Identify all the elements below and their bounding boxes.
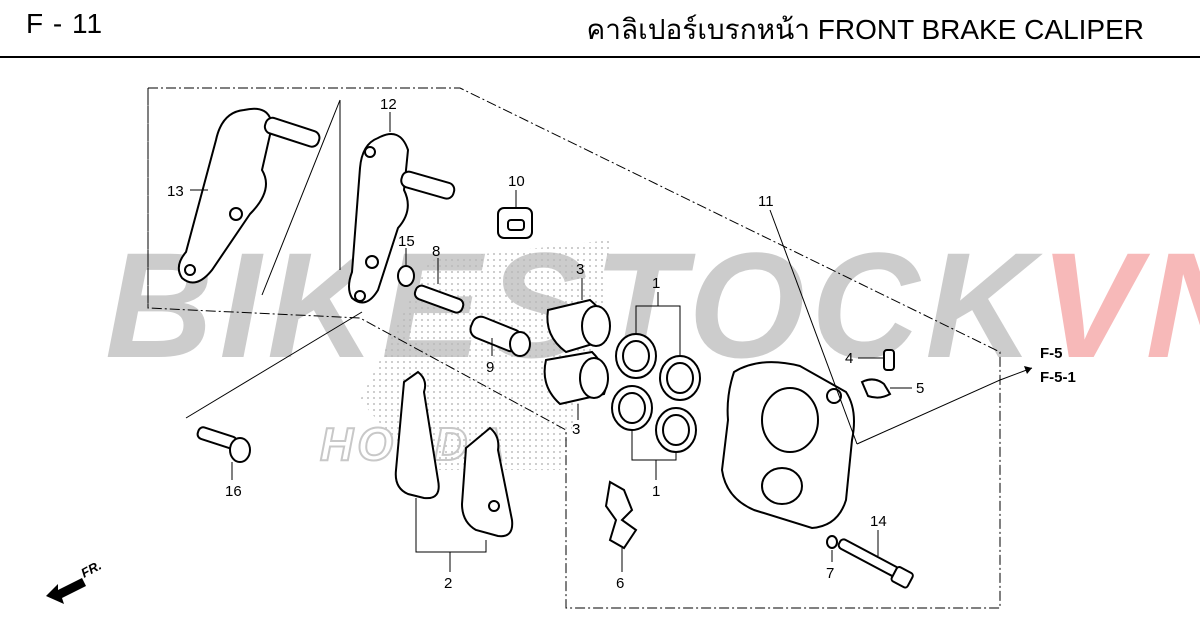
part-12-bracket [348,133,456,304]
callout-1-bottom: 1 [652,483,660,500]
part-11-caliper-body [720,209,858,530]
part-15-sleeve [397,248,415,287]
callout-2: 2 [444,575,452,592]
callout-1-top: 1 [652,275,660,292]
part-14-pin [837,530,914,589]
callout-3-bottom: 3 [572,421,580,438]
callout-14: 14 [870,513,887,530]
callout-12: 12 [380,96,397,113]
part-10-plug [497,190,533,239]
callout-15: 15 [398,233,415,250]
part-8-pin-bolt [413,258,465,314]
callout-13: 13 [167,183,184,200]
callout-3-top: 3 [576,261,584,278]
callout-8: 8 [432,243,440,260]
part-4-bleeder-screw [858,349,895,371]
cross-reference[interactable]: F-5 F-5-1 [999,345,1076,386]
front-direction-arrow: FR. [46,558,104,604]
part-9-pin-bolt [469,315,531,357]
callout-10: 10 [508,173,525,190]
part-2-brake-pads [394,370,514,572]
ref-f5[interactable]: F-5 [1040,345,1063,362]
ref-f5-1[interactable]: F-5-1 [1040,369,1076,386]
assembly-frame-lines [147,87,1001,609]
part-7-washer [826,535,838,562]
part-13-bracket [177,107,321,284]
page-code: F - 11 [26,8,104,39]
callout-7: 7 [826,565,834,582]
callout-5: 5 [916,380,924,397]
fr-label: FR. [78,558,104,581]
callout-4: 4 [845,350,853,367]
page-header: F - 11 คาลิเปอร์เบรกหน้า FRONT BRAKE CAL… [0,0,1200,58]
part-5-bleeder-cap [860,378,912,399]
callout-11: 11 [758,193,774,210]
parts-diagram: HONDA [0,58,1200,626]
part-3-pistons [543,278,611,420]
part-1-seals [611,292,701,480]
part-16-bolt [196,426,251,480]
callout-6: 6 [616,575,624,592]
part-6-pad-spring [604,480,638,572]
page-title: คาลิเปอร์เบรกหน้า FRONT BRAKE CALIPER [586,14,1144,45]
callout-16: 16 [225,483,242,500]
callout-9: 9 [486,359,494,376]
